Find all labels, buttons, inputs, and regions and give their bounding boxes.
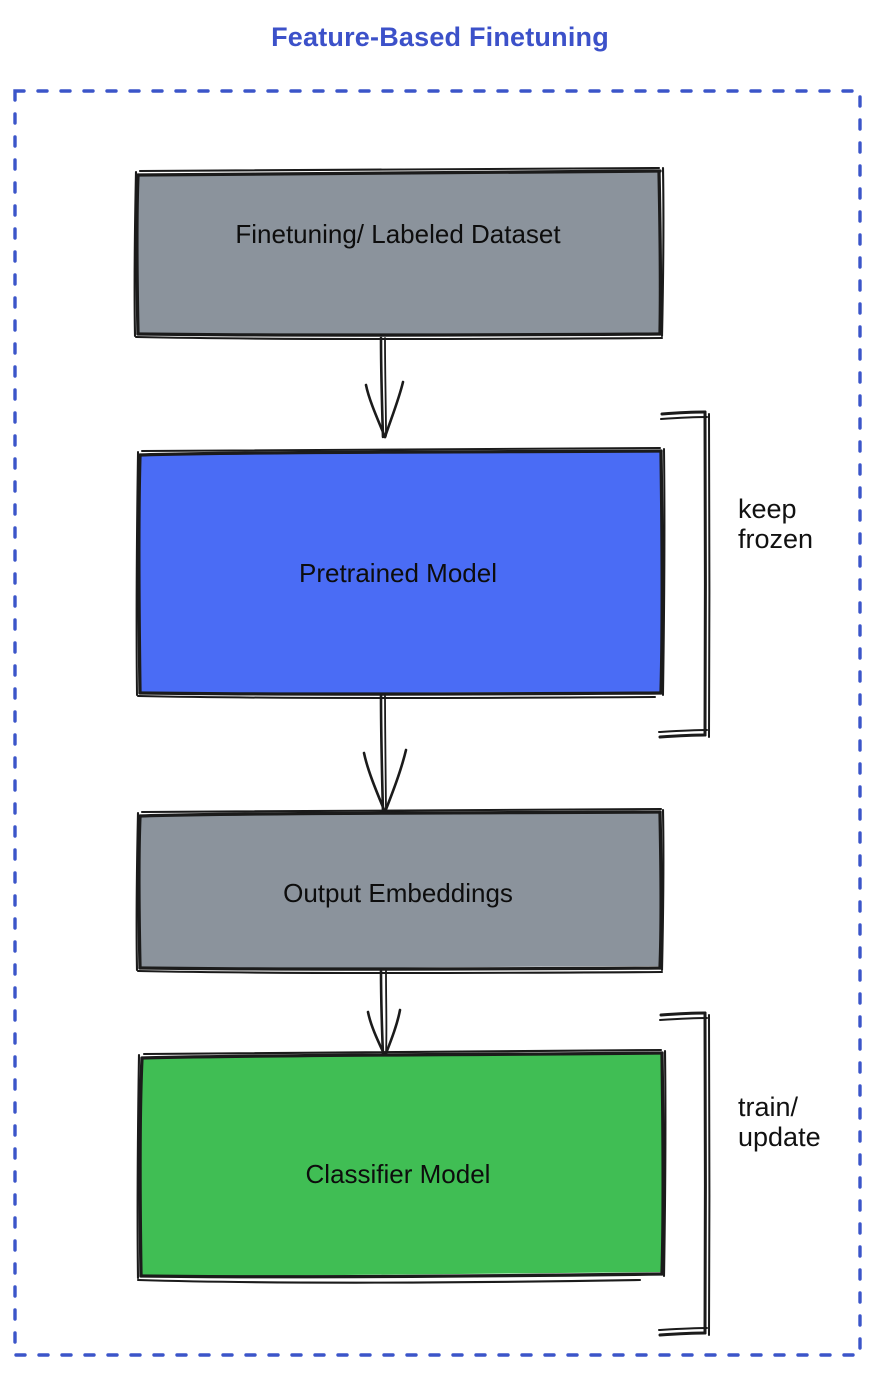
node-classifier-edge-bottom2	[136, 1278, 642, 1284]
arrow-embeddings-to-classifier	[366, 969, 402, 1058]
node-embeddings-edge-bottom2	[136, 969, 664, 975]
node-classifier[interactable]	[136, 1048, 667, 1284]
node-dataset-edge-left	[135, 173, 140, 336]
node-classifier-fill	[140, 1053, 663, 1277]
node-classifier-edge-top	[140, 1051, 664, 1060]
arrow-dataset-to-pretrained	[364, 336, 405, 439]
node-embeddings-fill	[139, 812, 661, 969]
node-pretrained-edge-bottom	[138, 691, 663, 696]
bracket-keep-frozen	[658, 410, 711, 739]
node-pretrained-edge-top2	[141, 447, 661, 452]
node-classifier-edge-right2	[662, 1049, 667, 1278]
node-pretrained-edge-right	[659, 449, 664, 695]
node-classifier-edge-top2	[142, 1048, 663, 1056]
node-dataset-edge-bottom	[136, 332, 662, 337]
node-dataset-label: Finetuning/ Labeled Dataset	[235, 219, 561, 249]
node-classifier-label: Classifier Model	[305, 1159, 491, 1189]
node-classifier-edge-bottom	[139, 1272, 664, 1279]
node-embeddings-label: Output Embeddings	[283, 878, 513, 908]
node-pretrained-edge-top	[138, 449, 663, 457]
node-pretrained-edge-right2	[662, 448, 666, 696]
node-classifier-edge-left2	[136, 1053, 141, 1280]
node-dataset[interactable]	[133, 166, 665, 341]
node-embeddings-edge-top	[138, 810, 662, 818]
annotation-keep-frozen-label: keep frozen	[738, 494, 814, 555]
node-classifier-edge-left	[138, 1056, 144, 1278]
node-dataset-edge-left2	[133, 170, 138, 338]
node-pretrained[interactable]	[135, 447, 666, 699]
node-pretrained-edge-bottom2	[137, 695, 656, 699]
node-pretrained-edge-left	[137, 453, 142, 695]
node-embeddings-edge-right2	[660, 808, 665, 972]
node-pretrained-edge-left2	[135, 451, 139, 696]
node-dataset-fill	[137, 171, 661, 335]
node-embeddings-edge-left	[137, 814, 142, 970]
node-embeddings-edge-bottom	[138, 966, 662, 971]
node-classifier-edge-right	[660, 1051, 665, 1276]
node-dataset-edge-top	[136, 169, 662, 177]
node-embeddings-edge-right	[658, 810, 663, 970]
node-embeddings-edge-left2	[135, 811, 140, 972]
annotation-train-update-label: train/ update	[738, 1092, 821, 1153]
node-pretrained-label: Pretrained Model	[299, 558, 497, 588]
node-pretrained-fill	[139, 451, 662, 693]
node-dataset-edge-right2	[660, 166, 665, 338]
node-dataset-edge-bottom2	[134, 335, 664, 341]
arrow-pretrained-to-embeddings	[362, 694, 408, 814]
node-dataset-edge-right	[657, 169, 663, 336]
feature-based-finetuning-region	[13, 89, 862, 1357]
node-embeddings[interactable]	[135, 807, 665, 975]
bracket-train-update	[658, 1011, 711, 1337]
node-embeddings-edge-top2	[140, 807, 663, 814]
node-dataset-edge-top2	[138, 166, 661, 173]
page-title: Feature-Based Finetuning	[271, 22, 609, 52]
